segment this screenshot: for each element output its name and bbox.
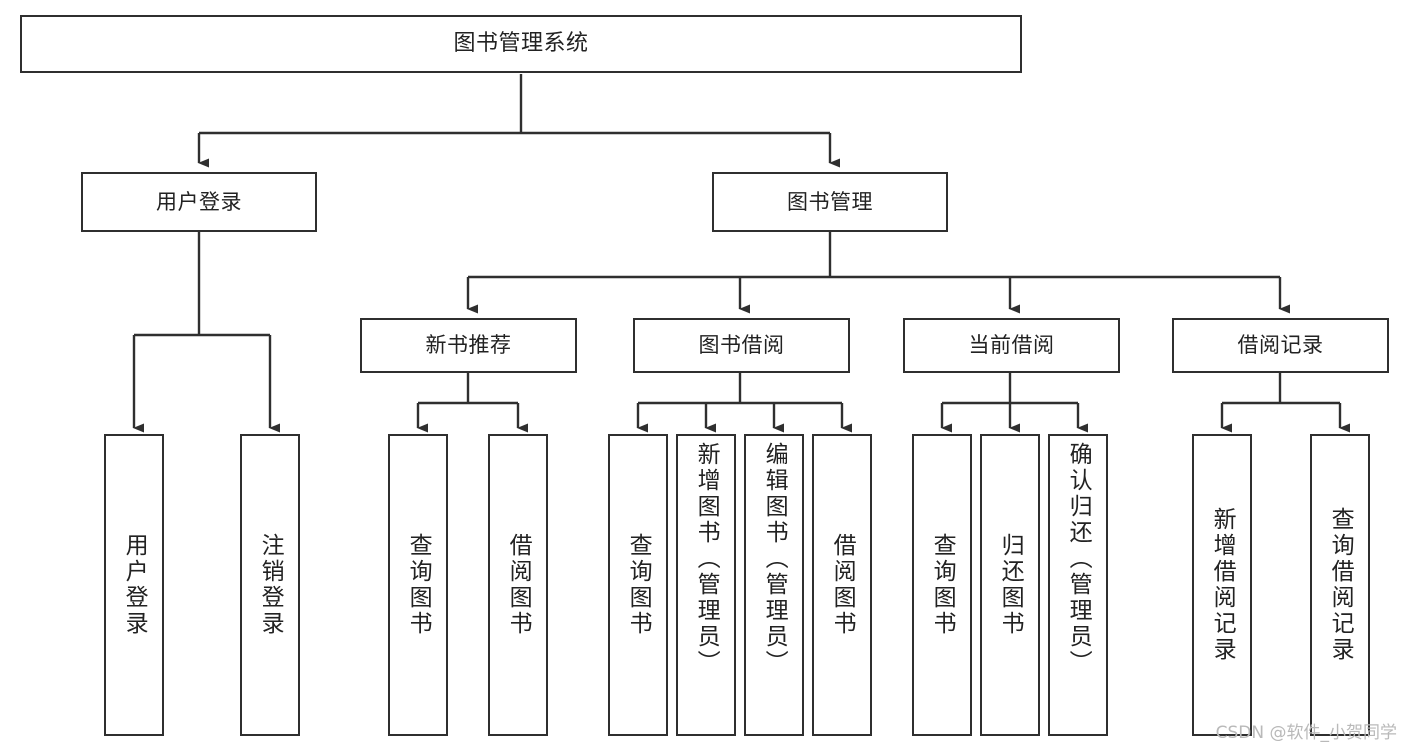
node-label: 查询图书 bbox=[405, 533, 432, 637]
leaf-current-confirm-return-admin[interactable]: 确认归还（管理员） bbox=[1048, 434, 1108, 736]
node-book-manage[interactable]: 图书管理 bbox=[712, 172, 948, 232]
leaf-current-query-book[interactable]: 查询图书 bbox=[912, 434, 972, 736]
node-label: 借阅图书 bbox=[505, 533, 532, 637]
node-label: 图书借阅 bbox=[698, 333, 785, 358]
node-label: 用户登录 bbox=[121, 533, 148, 637]
leaf-new-book-borrow[interactable]: 借阅图书 bbox=[488, 434, 548, 736]
node-label: 用户登录 bbox=[156, 189, 242, 214]
leaf-new-book-query[interactable]: 查询图书 bbox=[388, 434, 448, 736]
node-label: 查询图书 bbox=[625, 533, 652, 637]
node-root-system[interactable]: 图书管理系统 bbox=[20, 15, 1022, 73]
leaf-record-query[interactable]: 查询借阅记录 bbox=[1310, 434, 1370, 736]
node-label: 新书推荐 bbox=[425, 333, 512, 358]
leaf-logout-login[interactable]: 注销登录 bbox=[240, 434, 300, 736]
node-label: 确认归还（管理员） bbox=[1065, 442, 1092, 676]
node-label: 归还图书 bbox=[997, 533, 1024, 637]
node-label: 当前借阅 bbox=[968, 333, 1055, 358]
node-book-borrow[interactable]: 图书借阅 bbox=[633, 318, 850, 373]
node-user-login[interactable]: 用户登录 bbox=[81, 172, 317, 232]
leaf-record-add[interactable]: 新增借阅记录 bbox=[1192, 434, 1252, 736]
node-new-book-recommend[interactable]: 新书推荐 bbox=[360, 318, 577, 373]
leaf-borrow-borrow-book[interactable]: 借阅图书 bbox=[812, 434, 872, 736]
leaf-current-return-book[interactable]: 归还图书 bbox=[980, 434, 1040, 736]
node-label: 注销登录 bbox=[257, 533, 284, 637]
node-current-borrow[interactable]: 当前借阅 bbox=[903, 318, 1120, 373]
leaf-borrow-edit-book-admin[interactable]: 编辑图书（管理员） bbox=[744, 434, 804, 736]
leaf-user-login[interactable]: 用户登录 bbox=[104, 434, 164, 736]
leaf-borrow-add-book-admin[interactable]: 新增图书（管理员） bbox=[676, 434, 736, 736]
node-label: 查询图书 bbox=[929, 533, 956, 637]
node-borrow-record[interactable]: 借阅记录 bbox=[1172, 318, 1389, 373]
node-label: 图书管理系统 bbox=[453, 31, 589, 57]
node-label: 编辑图书（管理员） bbox=[761, 442, 788, 676]
leaf-borrow-query-book[interactable]: 查询图书 bbox=[608, 434, 668, 736]
node-label: 图书管理 bbox=[787, 189, 873, 214]
node-label: 借阅记录 bbox=[1237, 333, 1324, 358]
node-label: 新增图书（管理员） bbox=[693, 442, 720, 676]
node-label: 查询借阅记录 bbox=[1327, 507, 1354, 663]
watermark-text: CSDN @软件_小贺同学 bbox=[1215, 723, 1397, 743]
node-label: 新增借阅记录 bbox=[1209, 507, 1236, 663]
node-label: 借阅图书 bbox=[829, 533, 856, 637]
